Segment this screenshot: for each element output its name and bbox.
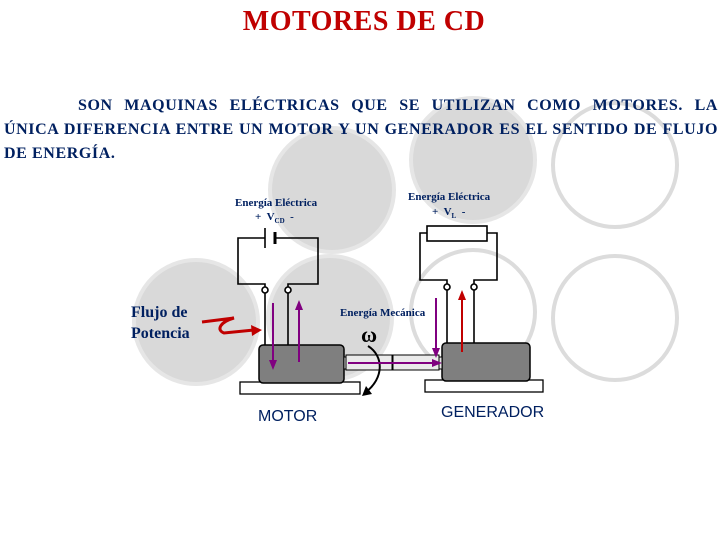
generator-voltage-label: + VL - [432, 206, 465, 220]
power-flow-label-line1: Flujo de [131, 304, 188, 321]
motor-terminal-right [284, 286, 292, 294]
motor-wire-left [237, 237, 266, 290]
power-flow-label: Flujo de Potencia [131, 302, 190, 344]
generator-wire-right [473, 232, 498, 286]
power-flow-wave [201, 316, 255, 335]
generator-current-down-arrowhead [432, 348, 440, 358]
motor-voltage-symbol: V [266, 211, 275, 223]
motor-voltage-plus: + [255, 211, 262, 223]
generator-base [424, 379, 544, 393]
mechanical-energy-arrow [348, 359, 442, 367]
generator-current-arrows [432, 290, 466, 358]
generator-voltage-subscript: L [451, 212, 457, 221]
machines [239, 342, 544, 395]
motor-label: MOTOR [258, 408, 318, 425]
description-body: SON MAQUINAS ELÉCTRICAS QUE SE UTILIZAN … [4, 97, 718, 162]
motor-voltage-minus: - [290, 211, 294, 223]
generator-terminal-left [443, 283, 451, 291]
motor-base [239, 381, 361, 395]
motor-voltage-label: + VCD - [255, 211, 294, 225]
decor-circle [551, 101, 679, 229]
motor-wire-right [275, 237, 319, 290]
decor-circle [132, 258, 260, 386]
motor-current-arrowhead [269, 360, 277, 370]
motor-current-up-arrowhead [295, 300, 303, 310]
generator-circuit [419, 225, 498, 345]
generator-voltage-symbol: V [443, 206, 452, 218]
power-flow-arrow [201, 316, 262, 336]
decor-circle [409, 96, 537, 224]
generator-current-arrowhead [458, 290, 466, 300]
rotation-arrow [362, 345, 381, 396]
generator-label: GENERADOR [441, 404, 545, 421]
rotation-arrowhead [362, 386, 372, 396]
generator-body [441, 342, 531, 382]
omega-symbol: ω [361, 322, 378, 347]
power-flow-arrowhead [251, 325, 262, 336]
motor-terminal-left [261, 286, 269, 294]
description-text: SON MAQUINAS ELÉCTRICAS QUE SE UTILIZAN … [4, 94, 718, 166]
motor-voltage-subscript: CD [274, 217, 285, 226]
decor-circle [268, 126, 396, 254]
generator-voltage-minus: - [461, 206, 466, 218]
page-title: MOTORES DE CD [242, 6, 486, 37]
generator-voltage-plus: + [432, 206, 439, 218]
motor-energy-label: Energía Eléctrica [235, 197, 318, 209]
mechanical-flow-arrowhead [432, 359, 442, 367]
power-flow-label-line2: Potencia [131, 325, 190, 342]
mechanical-energy-label: Energía Mecánica [340, 307, 426, 319]
motor-current-arrows [269, 300, 303, 370]
rotation-arc [365, 345, 381, 393]
generator-energy-label: Energía Eléctrica [408, 191, 491, 203]
generator-terminal-right [470, 283, 478, 291]
generator-wire-left [419, 232, 448, 286]
load-resistor [426, 225, 488, 242]
motor-circuit [237, 228, 319, 347]
decor-circle [551, 254, 679, 382]
